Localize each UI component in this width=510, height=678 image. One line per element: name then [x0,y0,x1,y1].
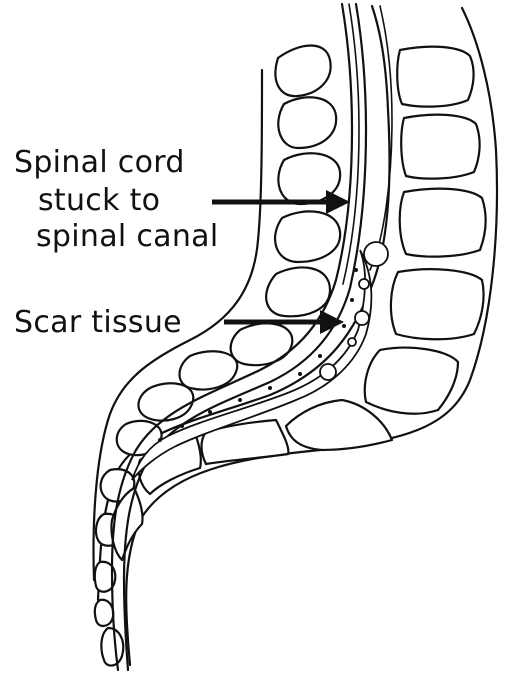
label-spinal-cord-line2: stuck to [38,183,160,218]
label-spinal-cord-line1: Spinal cord [14,145,185,180]
label-scar-tissue: Scar tissue [14,305,182,340]
label-spinal-cord: Spinal cord stuck to spinal canal [14,145,219,254]
posterior-vertebrae [95,46,340,666]
label-spinal-cord-line3: spinal canal [36,219,219,254]
